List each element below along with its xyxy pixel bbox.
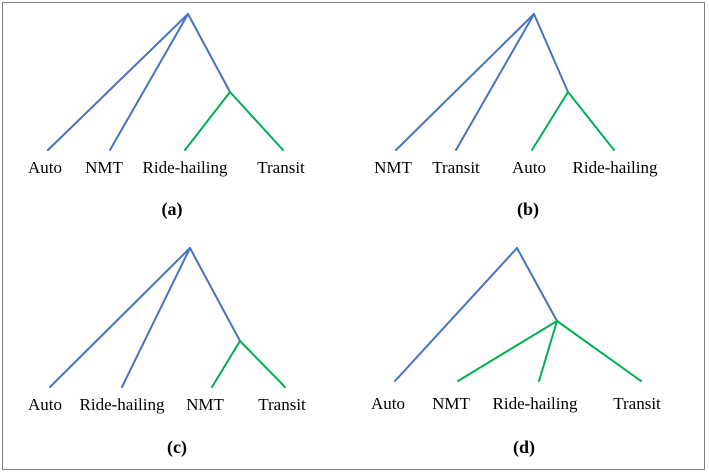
branch-d-nest-nmt bbox=[457, 320, 558, 382]
leaf-a-3: Ride-hailing bbox=[142, 158, 228, 177]
caption-b: (b) bbox=[517, 199, 539, 219]
leaf-d-2: NMT bbox=[432, 394, 470, 413]
leaf-d-1: Auto bbox=[371, 394, 405, 413]
leaf-b-3: Auto bbox=[512, 158, 546, 177]
branch-d-root-auto bbox=[394, 247, 518, 382]
branch-d-nest-transit bbox=[556, 320, 642, 382]
branch-b-root-nmt bbox=[395, 13, 535, 151]
branch-b-nest-ridehailing bbox=[567, 91, 615, 151]
branch-a-nest-ridehailing bbox=[184, 91, 231, 151]
branch-c-nest-transit bbox=[239, 340, 286, 388]
branch-b-root-transit bbox=[455, 13, 535, 151]
figure-frame bbox=[2, 2, 705, 470]
leaf-c-2: Ride-hailing bbox=[79, 395, 165, 414]
branch-a-root-nmt bbox=[109, 13, 189, 151]
branch-b-root-nest bbox=[533, 13, 569, 93]
caption-c: (c) bbox=[167, 437, 187, 457]
branch-c-root-auto bbox=[49, 247, 191, 388]
branch-c-root-ridehailing bbox=[121, 247, 191, 388]
leaf-d-3: Ride-hailing bbox=[492, 394, 578, 413]
leaf-b-4: Ride-hailing bbox=[572, 158, 658, 177]
caption-a: (a) bbox=[161, 199, 183, 219]
leaf-c-1: Auto bbox=[28, 395, 62, 414]
tree-panel-b bbox=[395, 13, 615, 151]
branch-a-nest-transit bbox=[229, 91, 284, 151]
leaf-a-1: Auto bbox=[28, 158, 62, 177]
branch-b-nest-auto bbox=[531, 91, 569, 151]
leaf-c-3: NMT bbox=[186, 395, 224, 414]
branch-d-nest-ridehailing bbox=[538, 320, 558, 382]
leaf-d-4: Transit bbox=[613, 394, 661, 413]
leaf-a-4: Transit bbox=[257, 158, 305, 177]
tree-panel-c bbox=[49, 247, 286, 388]
tree-panel-d bbox=[394, 247, 642, 382]
tree-panel-a bbox=[47, 13, 284, 151]
leaf-b-2: Transit bbox=[432, 158, 480, 177]
branch-c-root-nest bbox=[189, 247, 241, 342]
leaf-a-2: NMT bbox=[85, 158, 123, 177]
branch-d-root-nest bbox=[516, 247, 558, 322]
branch-a-root-nest bbox=[187, 13, 231, 93]
caption-d: (d) bbox=[513, 437, 535, 457]
branch-c-nest-nmt bbox=[211, 340, 241, 388]
branch-a-root-auto bbox=[47, 13, 189, 151]
leaf-c-4: Transit bbox=[258, 395, 306, 414]
leaf-b-1: NMT bbox=[374, 158, 412, 177]
